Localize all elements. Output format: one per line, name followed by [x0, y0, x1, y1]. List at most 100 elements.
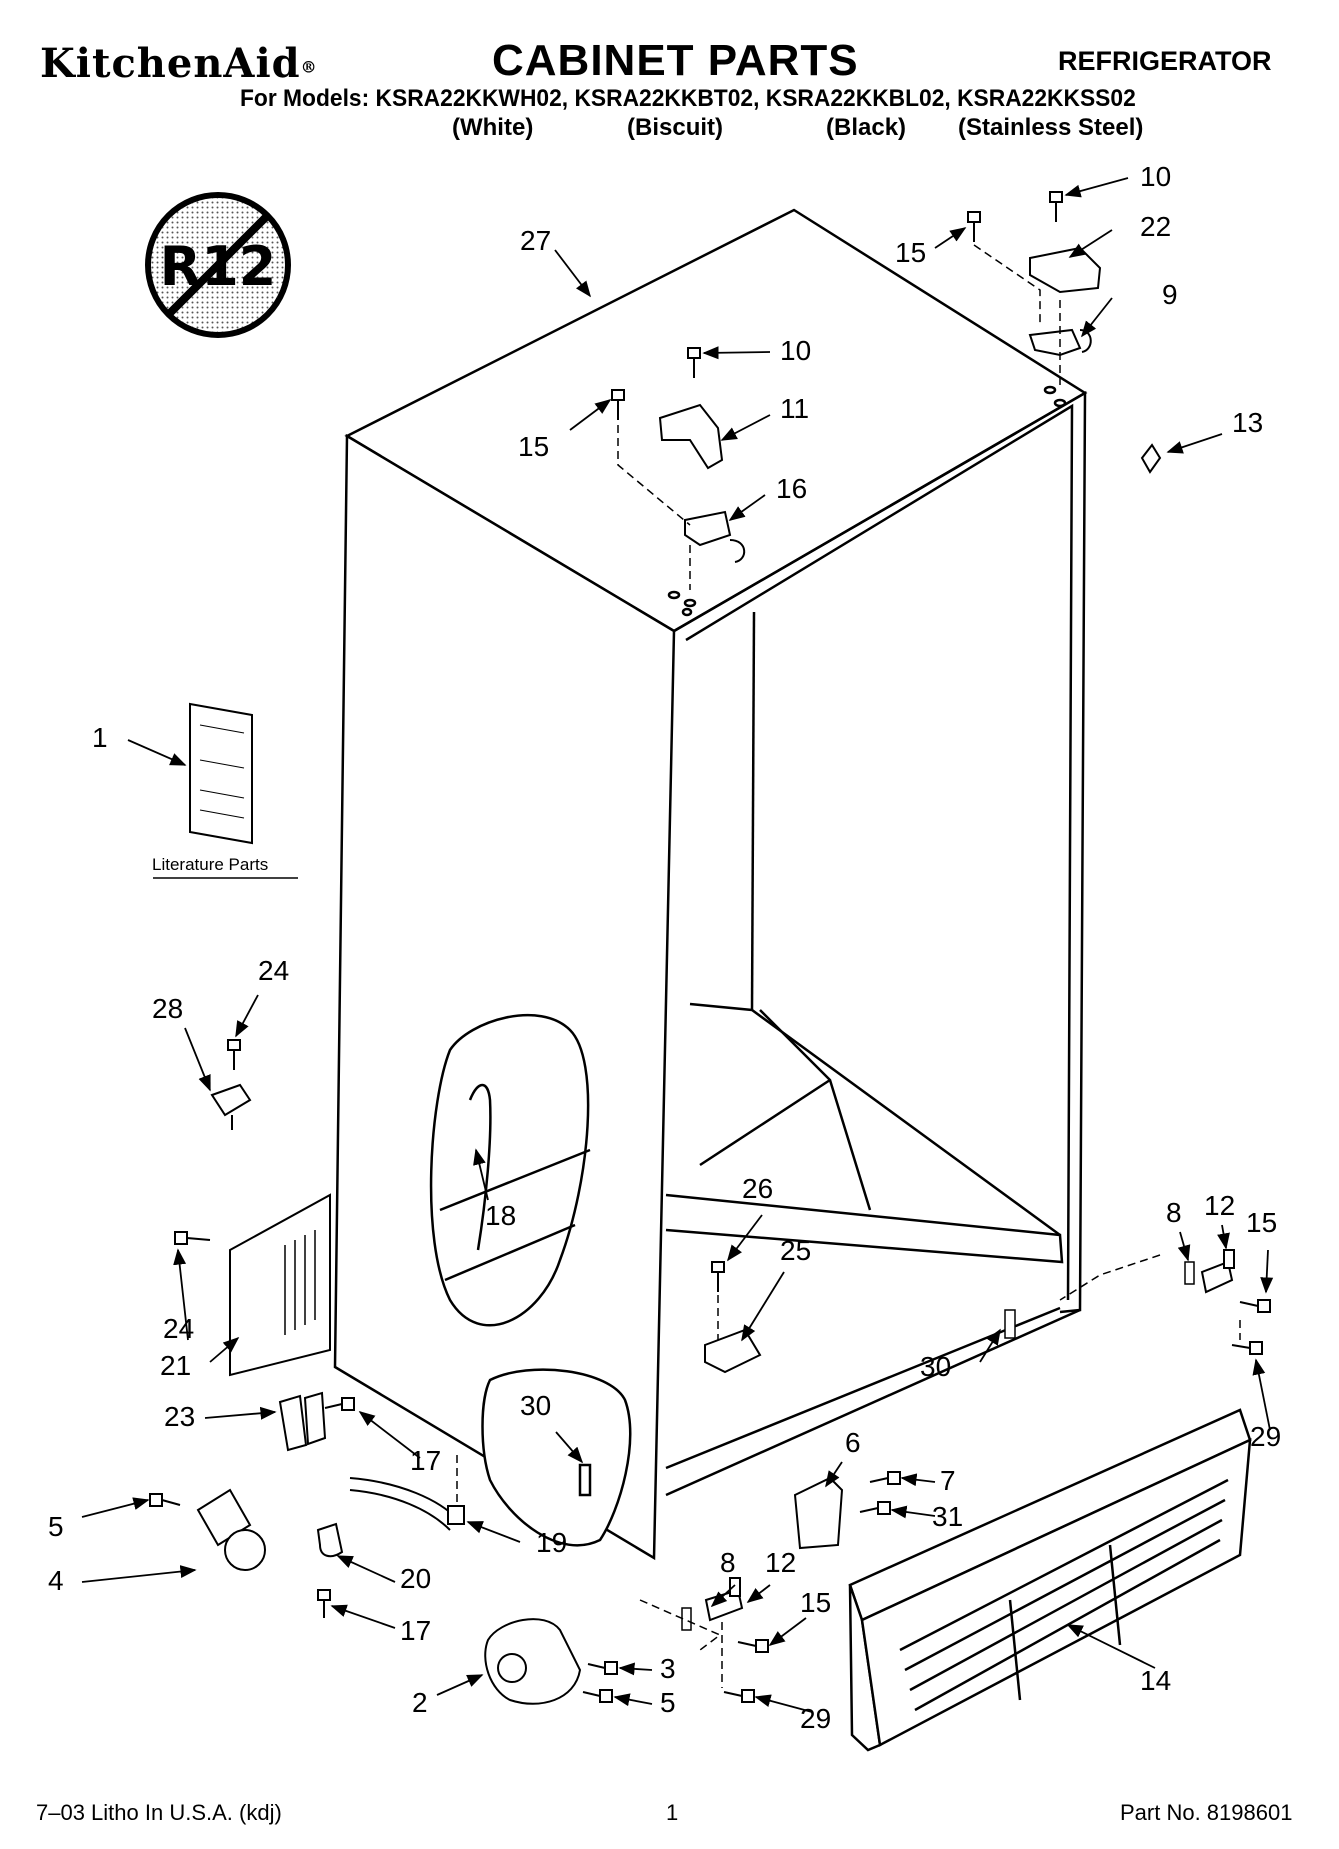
callout-10-top: 10: [1140, 161, 1171, 192]
hinge-16: [684, 510, 746, 563]
screw-3: [587, 1661, 618, 1675]
variant-stainless: (Stainless Steel): [958, 114, 1144, 141]
tube-19: [349, 1477, 465, 1531]
screw-24-top: [227, 1039, 241, 1070]
brand-logo: KitchenAid®: [40, 40, 318, 87]
screw-15-mid: [611, 389, 625, 420]
callout-labels: 27 10 15 22 9 10 15 11 13 16 1 24 28 18 …: [48, 161, 1281, 1734]
base-grille-14: [848, 1408, 1252, 1752]
screw-15-right: [1239, 1299, 1271, 1313]
callout-18: 18: [485, 1200, 516, 1231]
variant-black: (Black): [826, 114, 907, 141]
screw-17-top: [324, 1397, 355, 1411]
screw-15-top: [967, 211, 981, 242]
callout-24-side: 24: [163, 1313, 194, 1344]
callout-5-top: 5: [48, 1511, 64, 1542]
callout-30-left: 30: [520, 1390, 551, 1421]
callout-20: 20: [400, 1563, 431, 1594]
bracket-28: [210, 1083, 252, 1130]
callout-6: 6: [845, 1427, 861, 1458]
variant-biscuit: (Biscuit): [627, 114, 723, 141]
screw-10-mid: [687, 347, 701, 378]
bracket-25: [704, 1328, 762, 1374]
callout-16: 16: [776, 473, 807, 504]
variant-white: (White): [452, 114, 534, 141]
screw-10-top: [1049, 191, 1063, 222]
screw-7: [869, 1471, 901, 1485]
literature-parts-label: Literature Parts: [152, 855, 268, 874]
callout-29-right: 29: [1250, 1421, 1281, 1452]
cabinet-shell: [333, 208, 1088, 1561]
hinge-cover-22: [1029, 246, 1102, 294]
callout-10-mid: 10: [780, 335, 811, 366]
screw-31: [859, 1501, 891, 1515]
screw-29-right: [1231, 1341, 1263, 1355]
callout-15-top: 15: [895, 237, 926, 268]
callout-2: 2: [412, 1687, 428, 1718]
callout-4: 4: [48, 1565, 64, 1596]
hinge-cover-11: [658, 403, 724, 470]
callout-15-right: 15: [1246, 1207, 1277, 1238]
screw-24-side: [174, 1231, 211, 1245]
callout-11: 11: [780, 393, 809, 424]
screw-29-bottom: [723, 1689, 755, 1703]
screw-5-bottom: [582, 1689, 613, 1703]
callout-15-mid: 15: [518, 431, 549, 462]
shim-8-bottom: [681, 1607, 692, 1631]
callout-12-top: 12: [1204, 1190, 1235, 1221]
callout-26: 26: [742, 1173, 773, 1204]
leveler-bracket-12-top: [1200, 1249, 1235, 1294]
no-r12-icon: R12: [145, 192, 291, 338]
brand-name: KitchenAid: [40, 40, 301, 87]
models-line: For Models: KSRA22KKWH02, KSRA22KKBT02, …: [240, 85, 1136, 112]
callout-13: 13: [1232, 407, 1263, 438]
callout-9: 9: [1162, 279, 1178, 310]
caster-4: [196, 1488, 266, 1571]
callout-23: 23: [164, 1401, 195, 1432]
bracket-6: [793, 1476, 844, 1550]
callout-8-top: 8: [1166, 1197, 1182, 1228]
callout-12-bottom: 12: [765, 1547, 796, 1578]
callout-17-top: 17: [410, 1445, 441, 1476]
vent-panel-21: [229, 1193, 331, 1377]
callout-30-right: 30: [920, 1351, 951, 1382]
callout-15-bottom: 15: [800, 1587, 831, 1618]
callout-28: 28: [152, 993, 183, 1024]
callout-8-bottom: 8: [720, 1547, 736, 1578]
callout-21: 21: [160, 1350, 191, 1381]
callout-31: 31: [932, 1501, 963, 1532]
callout-5-bottom: 5: [660, 1687, 676, 1718]
footer-litho: 7–03 Litho In U.S.A. (kdj): [36, 1800, 282, 1825]
callout-3: 3: [660, 1653, 676, 1684]
screw-17-bottom: [317, 1589, 331, 1618]
callout-25: 25: [780, 1235, 811, 1266]
product-category: REFRIGERATOR: [1058, 46, 1272, 76]
callout-14: 14: [1140, 1665, 1171, 1696]
callout-29-bottom: 29: [800, 1703, 831, 1734]
footer-page-number: 1: [666, 1800, 679, 1825]
callout-17-bottom: 17: [400, 1615, 431, 1646]
shim-8-top: [1184, 1261, 1195, 1285]
callout-19: 19: [536, 1527, 567, 1558]
callout-1: 1: [92, 722, 108, 753]
screw-26: [711, 1261, 725, 1292]
callout-arrows: [81, 177, 1274, 1713]
footer-part-number: Part No. 8198601: [1120, 1800, 1293, 1825]
screw-5-top: [149, 1493, 181, 1507]
screw-15-bottom: [737, 1639, 769, 1653]
clip-30-right: [1004, 1309, 1016, 1339]
callout-27: 27: [520, 225, 551, 256]
callout-7: 7: [940, 1465, 956, 1496]
callout-24-top: 24: [258, 955, 289, 986]
callout-22: 22: [1140, 211, 1171, 242]
clamp-20: [316, 1522, 344, 1558]
literature-booklet-icon: [153, 702, 298, 879]
cam-2: [484, 1618, 582, 1705]
brand-trademark: ®: [300, 57, 318, 77]
clip-13: [1140, 443, 1162, 474]
leveler-bracket-12-bottom: [704, 1577, 744, 1622]
clip-23: [278, 1391, 327, 1452]
page-title: CABINET PARTS: [492, 36, 859, 85]
assembly-lines: [456, 244, 1241, 1688]
